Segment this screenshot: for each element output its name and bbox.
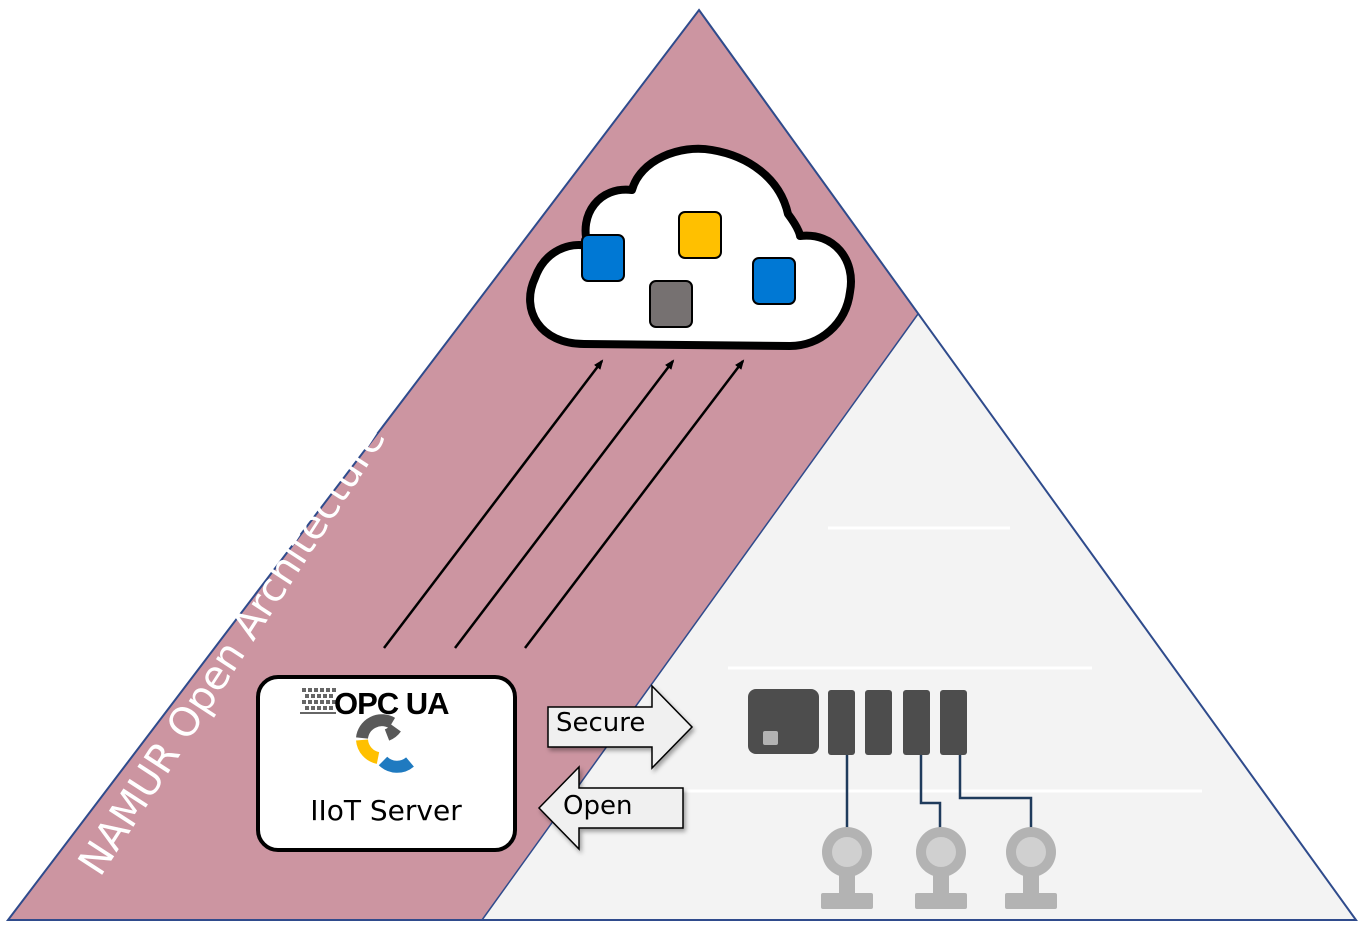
- cloud-app-yellow: [678, 211, 722, 259]
- wire-2: [919, 755, 942, 829]
- plc-cpu-module: [748, 689, 819, 754]
- secure-arrow-shape: [547, 684, 694, 770]
- plc-rack-icon: [748, 689, 967, 755]
- opc-ua-logo: OPC UA: [300, 686, 450, 721]
- core-pyramid: [482, 314, 1356, 920]
- iiot-ring-icon: [356, 714, 414, 773]
- iiot-server-box: OPC UA IIoT Server: [256, 675, 517, 852]
- wire-3: [958, 755, 1033, 829]
- iiot-server-label: IIoT Server: [310, 794, 462, 827]
- cloud-app-blue-left: [581, 234, 625, 282]
- cloud-app-blue-right: [752, 257, 796, 305]
- cloud-app-gray: [649, 280, 693, 328]
- data-arrow-3: [524, 359, 745, 649]
- plc-cpu-led: [763, 731, 778, 745]
- plc-io-module-3: [903, 690, 930, 755]
- plc-io-module-2: [865, 690, 892, 755]
- data-arrow-1: [383, 359, 604, 649]
- data-arrow-2: [454, 359, 675, 649]
- outer-pyramid-outline: [5, 8, 1358, 921]
- field-sensor-1: [821, 827, 873, 909]
- plc-io-module-1: [828, 690, 855, 755]
- field-sensor-2: [915, 827, 967, 909]
- secure-arrow: Secure: [547, 684, 694, 770]
- field-sensor-3: [1005, 827, 1057, 909]
- cloud-icon: [526, 144, 855, 350]
- data-flow-arrows: [383, 359, 745, 649]
- secure-arrow-label: Secure: [556, 708, 645, 738]
- opc-ua-logo-text: OPC UA: [334, 686, 449, 721]
- open-arrow-shape: [537, 765, 684, 851]
- plc-io-module-4: [940, 690, 967, 755]
- open-arrow-label: Open: [563, 791, 632, 821]
- open-arrow: Open: [537, 765, 684, 851]
- field-wires: [845, 755, 1033, 829]
- opc-ua-logo-pattern: [300, 688, 336, 714]
